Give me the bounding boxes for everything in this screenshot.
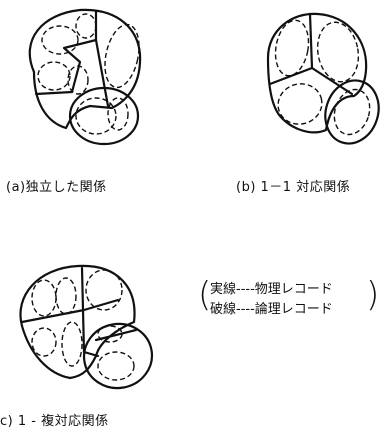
figure-b-one-to-one [266,12,380,145]
figure-c-one-to-many [19,264,154,390]
caption-b: (b) 1－1 対応関係 [236,180,351,195]
legend-right-paren: ) [366,275,380,315]
figure-a-independent [28,8,142,146]
legend-logical-record: 破線----論理レコード [210,302,333,317]
legend-left-paren: ( [198,275,212,315]
legend-physical-record: 実線----物理レコード [210,282,333,297]
legend: 実線----物理レコード 破線----論理レコード [210,280,333,320]
caption-a: (a)独立した関係 [6,180,107,195]
caption-c: c) 1 - 複対応関係 [0,414,109,429]
